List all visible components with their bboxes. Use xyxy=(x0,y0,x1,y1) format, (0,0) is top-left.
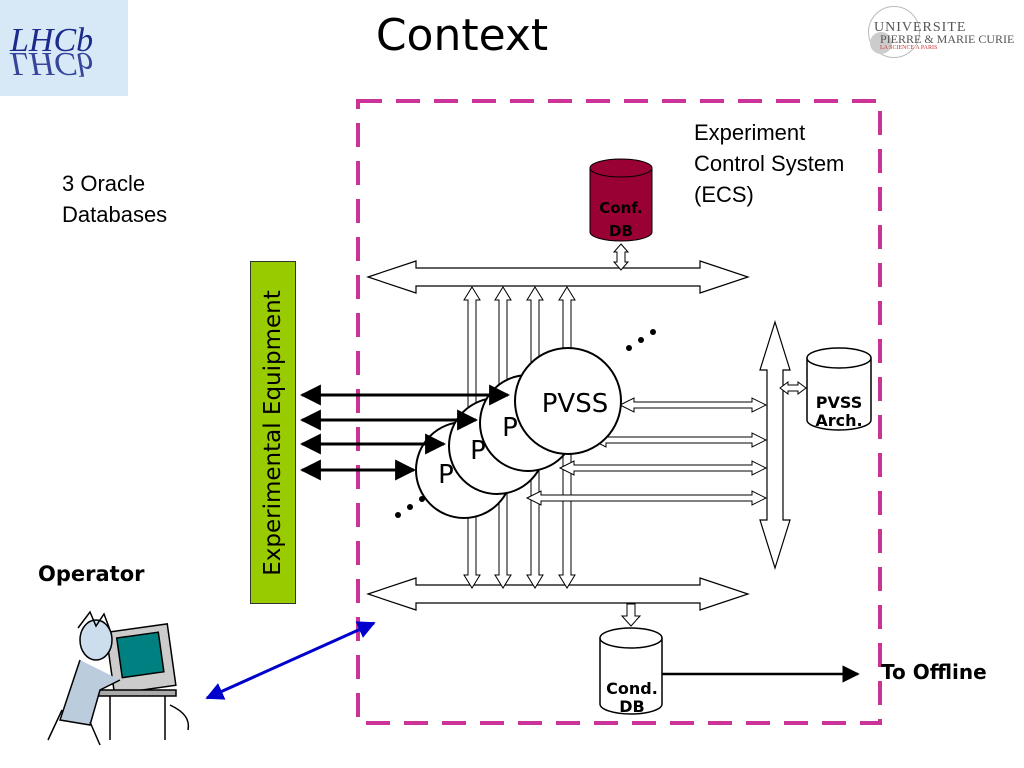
bottom-bus-arrow xyxy=(366,577,750,611)
oracle-label-line2: Databases xyxy=(62,202,168,227)
pvss-node-4-label: P xyxy=(438,460,454,490)
conf-db-cylinder xyxy=(589,158,653,242)
top-bus-arrow xyxy=(366,260,750,294)
slide-title: Context xyxy=(375,10,549,61)
ecs-label-line1: Experiment xyxy=(694,120,806,145)
operator-link-arrow xyxy=(205,621,376,700)
upmc-logo-line2: PIERRE & MARIE CURIE xyxy=(880,32,1015,46)
ellipsis-top-dots xyxy=(626,329,656,351)
experimental-equipment-label: Experimental Equipment xyxy=(260,289,286,576)
pvss-node-3-label: P xyxy=(470,436,486,466)
upmc-emblem-icon xyxy=(868,6,920,58)
conddb-bus-connector xyxy=(620,603,642,627)
pvss-node-main xyxy=(514,347,622,455)
conf-db-label-1: Conf. xyxy=(599,199,642,217)
horizontal-link-3 xyxy=(558,460,768,476)
pvss-arch-cylinder xyxy=(806,347,872,431)
oracle-databases-label: 3 Oracle Databases xyxy=(62,168,167,230)
lhcb-logo: LHCb LHCb xyxy=(0,0,128,96)
horizontal-link-2 xyxy=(590,432,768,448)
confdb-bus-connector xyxy=(612,243,630,271)
upmc-emblem-dot-icon xyxy=(870,32,892,54)
ecs-label: Experiment Control System (ECS) xyxy=(694,117,844,210)
operator-figure-icon xyxy=(47,610,190,746)
upmc-logo-line1: UNIVERSITE xyxy=(874,20,967,35)
ellipsis-bottom-dots xyxy=(395,496,425,518)
upmc-logo: UNIVERSITE PIERRE & MARIE CURIE LA SCIEN… xyxy=(862,0,1024,60)
pvss-arch-label-1: PVSS xyxy=(816,393,862,412)
cond-db-label-1: Cond. xyxy=(606,679,658,698)
pvss-arch-label-2: Arch. xyxy=(815,411,862,430)
conf-db-label-2: DB xyxy=(609,222,633,240)
right-vertical-bus-arrow xyxy=(759,319,791,571)
pvssarch-bus-connector xyxy=(779,381,807,395)
pvss-node-2-label: P xyxy=(502,413,518,443)
horizontal-link-1 xyxy=(618,397,768,413)
experimental-equipment-box: Experimental Equipment xyxy=(250,261,296,604)
horizontal-link-4 xyxy=(525,490,768,506)
ecs-label-line2: Control System xyxy=(694,151,845,176)
cond-db-cylinder xyxy=(599,627,663,715)
ecs-label-line3: (ECS) xyxy=(694,182,754,207)
oracle-label-line1: 3 Oracle xyxy=(62,171,146,196)
pvss-main-label: PVSS xyxy=(542,389,608,419)
to-offline-label: To Offline xyxy=(881,660,987,684)
cond-db-label-2: DB xyxy=(619,697,644,716)
operator-label: Operator xyxy=(38,562,145,586)
upmc-logo-line3: LA SCIENCE A PARIS xyxy=(880,45,938,51)
lhcb-logo-text: LHCb xyxy=(10,22,94,59)
